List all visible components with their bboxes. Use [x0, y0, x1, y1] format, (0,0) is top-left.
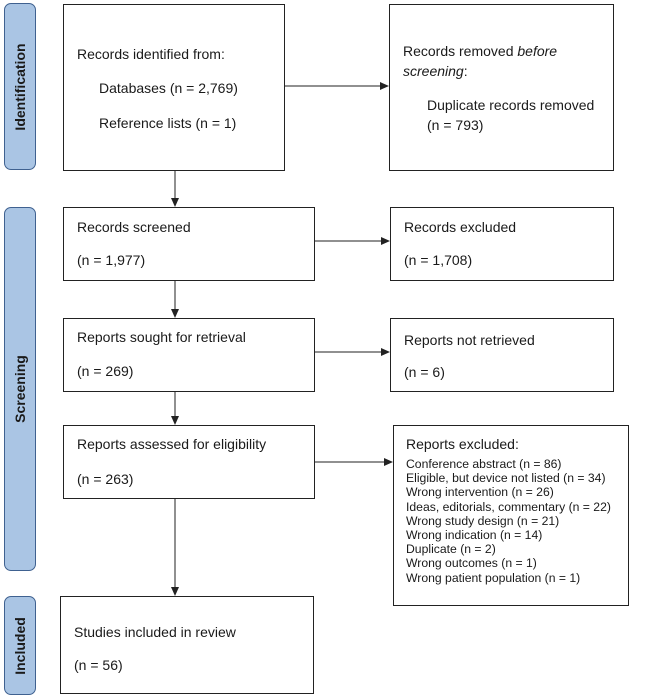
records-identified-heading: Records identified from:: [77, 46, 225, 62]
studies-included-label: Studies included in review: [74, 624, 236, 640]
exclusion-reason: Wrong indication (n = 14): [406, 528, 543, 543]
records-screened-label: Records screened: [77, 219, 191, 235]
studies-included-count: (n = 56): [74, 657, 123, 673]
exclusion-reason: Wrong study design (n = 21): [406, 513, 560, 528]
reports-sought-label: Reports sought for retrieval: [77, 329, 246, 345]
records-excluded-box: Records excluded (n = 1,708): [390, 207, 614, 281]
reports-excluded-reasons-list: Conference abstract (n = 86) Eligible, b…: [406, 457, 611, 585]
records-identified-box: Records identified from: Databases (n = …: [63, 4, 285, 171]
reports-sought-count: (n = 269): [77, 363, 134, 379]
exclusion-reason: Wrong intervention (n = 26): [406, 485, 554, 500]
duplicates-count: (n = 793): [427, 117, 484, 133]
exclusion-reason: Conference abstract (n = 86): [406, 457, 562, 471]
exclusion-reason: Duplicate (n = 2): [406, 542, 496, 557]
studies-included-box: Studies included in review (n = 56): [60, 596, 314, 694]
stage-identification: Identification: [4, 3, 36, 170]
exclusion-reason: Wrong outcomes (n = 1): [406, 556, 537, 571]
records-removed-box: Records removed before screening: Duplic…: [389, 4, 614, 171]
reports-sought-box: Reports sought for retrieval (n = 269): [63, 318, 315, 392]
reports-excluded-heading: Reports excluded:: [406, 436, 519, 452]
records-screened-count: (n = 1,977): [77, 252, 146, 268]
records-removed-heading-line2: screening:: [403, 63, 468, 79]
duplicates-label: Duplicate records removed: [427, 97, 595, 113]
reports-assessed-label: Reports assessed for eligibility: [77, 436, 267, 452]
reports-not-retrieved-box: Reports not retrieved (n = 6): [390, 318, 614, 392]
records-screened-box: Records screened (n = 1,977): [63, 207, 315, 281]
reports-not-retrieved-label: Reports not retrieved: [404, 332, 535, 348]
reference-lists-count: Reference lists (n = 1): [99, 115, 237, 131]
records-excluded-count: (n = 1,708): [404, 252, 473, 268]
reports-assessed-count: (n = 263): [77, 471, 134, 487]
reports-excluded-box: Reports excluded: Conference abstract (n…: [393, 425, 629, 606]
databases-count: Databases (n = 2,769): [99, 80, 238, 96]
exclusion-reason: Wrong patient population (n = 1): [406, 570, 581, 585]
stage-included: Included: [4, 596, 36, 695]
stage-screening: Screening: [4, 207, 36, 571]
reports-not-retrieved-count: (n = 6): [404, 364, 445, 380]
exclusion-reason: Eligible, but device not listed (n = 34): [406, 471, 606, 486]
reports-assessed-box: Reports assessed for eligibility (n = 26…: [63, 425, 315, 499]
exclusion-reason: Ideas, editorials, commentary (n = 22): [406, 499, 611, 514]
records-removed-heading-line1: Records removed before: [403, 43, 558, 59]
records-excluded-label: Records excluded: [404, 219, 517, 235]
